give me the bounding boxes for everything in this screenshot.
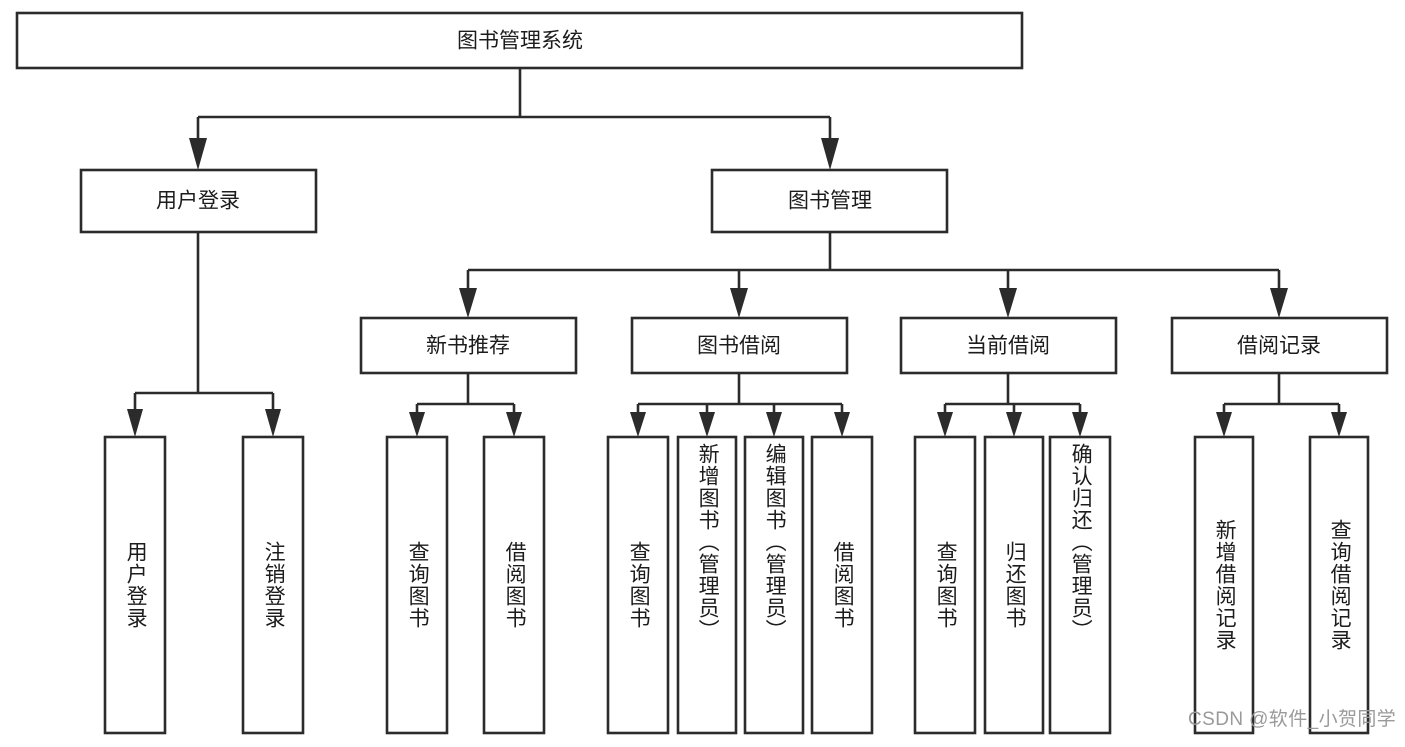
- node-new-book-recommend[interactable]: 新书推荐: [359, 316, 578, 375]
- node-book-borrow-box[interactable]: [630, 316, 849, 375]
- arrow-head-leaf-return-book: [1006, 412, 1022, 437]
- arrow-head-leaf-edit-book-admin: [766, 412, 782, 437]
- arrow-head-leaf-query-book-current: [937, 412, 953, 437]
- node-user-login[interactable]: 用户登录: [79, 168, 318, 234]
- arrow-head-current-borrow: [999, 288, 1017, 318]
- connector-group-current-borrow-leaves: [937, 373, 1088, 437]
- arrow-head-leaf-query-borrow-record: [1331, 412, 1347, 437]
- connector-group-book-borrow-leaves: [630, 373, 850, 437]
- node-book-management[interactable]: 图书管理: [710, 168, 949, 234]
- node-new-book-recommend-box[interactable]: [359, 316, 578, 375]
- arrow-head-leaf-add-book-admin: [699, 412, 715, 437]
- node-root[interactable]: 图书管理系统: [15, 11, 1024, 70]
- node-book-borrow-label: 图书借阅: [697, 335, 781, 358]
- arrow-head-user-login: [189, 138, 207, 170]
- node-user-login-box[interactable]: [79, 168, 318, 234]
- node-book-management-label: 图书管理: [788, 190, 872, 213]
- node-leaf-confirm-return-admin-box[interactable]: [1048, 435, 1112, 735]
- node-leaf-logout-box[interactable]: [241, 435, 305, 735]
- leaf-box-group: [103, 435, 1370, 735]
- node-leaf-add-book-admin-box[interactable]: [676, 435, 738, 735]
- arrow-head-new-book-recommend: [459, 288, 477, 318]
- node-root-box[interactable]: [15, 11, 1024, 70]
- node-leaf-query-book-borrow-box[interactable]: [606, 435, 670, 735]
- arrow-head-leaf-borrow-book-recommend: [506, 412, 522, 437]
- node-leaf-query-book-recommend-box[interactable]: [385, 435, 449, 735]
- node-leaf-return-book-box[interactable]: [983, 435, 1045, 735]
- arrow-head-book-borrow: [730, 288, 748, 318]
- connector-group-user-login-leaves: [127, 232, 281, 437]
- arrow-head-book-management: [821, 138, 839, 170]
- node-leaf-query-borrow-record-box[interactable]: [1308, 435, 1370, 735]
- node-leaf-add-borrow-record-box[interactable]: [1193, 435, 1255, 735]
- node-leaf-query-book-current-box[interactable]: [913, 435, 977, 735]
- arrow-head-leaf-user-login: [127, 409, 143, 437]
- node-current-borrow[interactable]: 当前借阅: [899, 316, 1118, 375]
- node-book-borrow[interactable]: 图书借阅: [630, 316, 849, 375]
- arrow-head-leaf-confirm-return-admin: [1072, 412, 1088, 437]
- node-leaf-borrow-book-recommend-box[interactable]: [482, 435, 546, 735]
- arrow-head-leaf-borrow-book: [834, 412, 850, 437]
- node-book-management-box[interactable]: [710, 168, 949, 234]
- csdn-watermark: CSDN @软件_小贺同学: [1188, 709, 1397, 730]
- connector-group-root: [189, 68, 839, 170]
- arrow-head-leaf-query-book-borrow: [630, 412, 646, 437]
- node-new-book-recommend-label: 新书推荐: [426, 335, 510, 358]
- node-current-borrow-box[interactable]: [899, 316, 1118, 375]
- connector-group-new-book-leaves: [409, 373, 522, 437]
- arrow-head-leaf-logout: [265, 409, 281, 437]
- node-borrow-records-label: 借阅记录: [1237, 335, 1321, 358]
- node-leaf-edit-book-admin-box[interactable]: [743, 435, 805, 735]
- connector-group-borrow-records-leaves: [1216, 373, 1347, 437]
- arrow-head-leaf-query-book-recommend: [409, 412, 425, 437]
- node-leaf-borrow-book-box[interactable]: [810, 435, 874, 735]
- connector-group-book-management: [459, 232, 1288, 318]
- arrow-head-leaf-add-borrow-record: [1216, 412, 1232, 437]
- node-borrow-records-box[interactable]: [1170, 316, 1389, 375]
- node-root-label: 图书管理系统: [457, 30, 583, 53]
- node-leaf-user-login-box[interactable]: [103, 435, 167, 735]
- arrow-head-borrow-records: [1270, 288, 1288, 318]
- node-current-borrow-label: 当前借阅: [966, 335, 1050, 358]
- node-borrow-records[interactable]: 借阅记录: [1170, 316, 1389, 375]
- node-user-login-label: 用户登录: [156, 190, 240, 213]
